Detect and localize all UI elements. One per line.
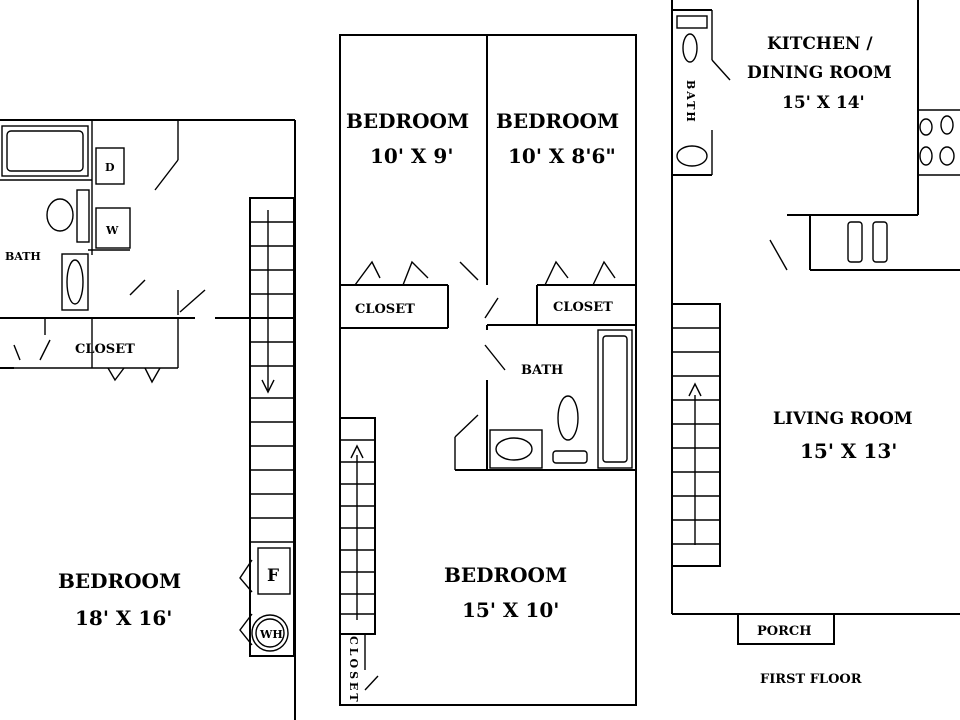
kitchen-sink-icon (847, 221, 888, 263)
first-floor-toilet-icon (682, 33, 698, 63)
water-heater-label: WH (259, 628, 283, 641)
porch-label: PORCH (757, 624, 812, 639)
washer-icon (95, 207, 131, 249)
basement-entry-door[interactable] (179, 289, 206, 313)
stairs-up-arrow-icon (350, 444, 364, 459)
washer-label: W (105, 224, 119, 237)
bath-door[interactable] (129, 279, 146, 296)
first-floor-bath-label: BATH (684, 80, 697, 124)
bedroom-1-label: BEDROOM (346, 109, 469, 133)
stairs-down-arrow-icon (261, 379, 275, 394)
basement-stairs[interactable] (249, 197, 295, 657)
bedroom-1-size: 10' X 9' (370, 144, 453, 168)
kitchen-size: 15' X 14' (782, 93, 865, 113)
basement-plan: D W CLOSET BATH (0, 119, 296, 720)
basement-bedroom-label: BEDROOM (58, 569, 181, 593)
living-room-size: 15' X 13' (800, 439, 897, 463)
basement-closet-label: CLOSET (75, 342, 135, 357)
basement-bedroom-size: 18' X 16' (75, 606, 172, 630)
upstairs-bath-label: BATH (521, 363, 563, 378)
first-floor-up-arrow-icon (688, 382, 702, 397)
kitchen-label-line-1: KITCHEN / (767, 34, 873, 54)
first-floor-label: FIRST FLOOR (760, 672, 862, 687)
bedroom-2-label: BEDROOM (496, 109, 619, 133)
furnace-label: F (267, 566, 279, 586)
bedroom-2-size: 10' X 8'6" (508, 144, 616, 168)
first-floor-stairs[interactable] (671, 303, 721, 567)
dryer-icon (95, 147, 125, 185)
basement-toilet-icon (61, 253, 89, 311)
dryer-label: D (105, 161, 115, 174)
closet-2-label: CLOSET (553, 300, 613, 315)
closet-1-label: CLOSET (355, 302, 415, 317)
furnace-icon (257, 547, 291, 595)
kitchen-label-line-2: DINING ROOM (747, 63, 892, 83)
first-floor-sink-icon (676, 145, 708, 167)
basement-bath-label: BATH (5, 250, 41, 263)
first-floor-plan: KITCHEN / DINING ROOM 15' X 14' BATH LIV… (671, 0, 960, 687)
master-bedroom-size: 15' X 10' (462, 598, 559, 622)
basement-sink-icon (46, 198, 74, 232)
upstairs-stairs[interactable] (339, 417, 376, 635)
porch (737, 613, 835, 645)
upstairs-toilet-icon (489, 429, 543, 469)
living-room-label: LIVING ROOM (773, 409, 913, 429)
water-heater-icon (251, 614, 289, 652)
second-floor-plan: BEDROOM 10' X 9' BEDROOM 10' X 8'6" CLOS… (339, 34, 637, 706)
upstairs-sink-icon (557, 395, 579, 441)
stove-icon (919, 115, 955, 166)
laundry-door[interactable] (154, 159, 179, 191)
master-bedroom-label: BEDROOM (444, 563, 567, 587)
stair-closet-label: CLOSET (347, 636, 360, 705)
basement-tub-icon (1, 125, 89, 177)
